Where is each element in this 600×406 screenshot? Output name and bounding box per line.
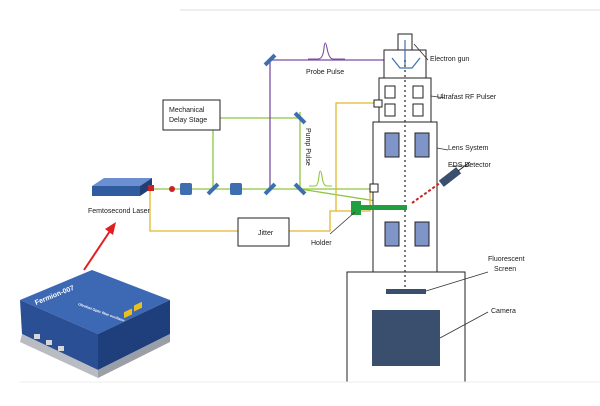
label-camera: Camera	[491, 308, 516, 315]
fluorescent-screen	[386, 289, 426, 294]
mirror-splitter-2	[263, 182, 277, 196]
pointer-arrow	[83, 222, 116, 271]
mirrors	[206, 53, 307, 196]
jitter-label: Jitter	[258, 230, 274, 237]
label-fluorescent-1: Fluorescent	[488, 256, 525, 263]
femtosecond-laser-box	[92, 178, 154, 196]
rf-internals	[384, 85, 424, 117]
camera-block	[372, 310, 440, 366]
label-femtosecond-laser: Femtosecond Laser	[88, 208, 151, 215]
beam-lens-2	[230, 183, 242, 195]
mirror-probe-top	[263, 53, 277, 67]
purple-probe-beam	[269, 59, 385, 189]
eds-detector	[411, 161, 471, 204]
mirror-splitter-1	[206, 182, 220, 196]
pointer-lines	[329, 43, 489, 339]
pump-pulse-waveform	[309, 170, 332, 187]
probe-pulse-waveform	[308, 42, 345, 60]
beam-lens-1	[180, 183, 192, 195]
mirror-pump-top	[293, 111, 307, 125]
yellow-rf-feed	[335, 102, 387, 211]
rf-port	[373, 99, 383, 108]
jitter-box	[237, 217, 290, 247]
label-probe-pulse: Probe Pulse	[306, 69, 344, 76]
label-eds-detector: EDS Detector	[448, 162, 491, 169]
beam-lenses	[169, 183, 242, 195]
sample-holder	[351, 201, 407, 215]
yellow-jitter-right	[289, 188, 371, 232]
pump-entry-port	[369, 183, 379, 193]
label-fluorescent-2: Screen	[494, 266, 516, 273]
mechanical-label-line1: Mechanical	[169, 107, 205, 114]
label-lens-system: Lens System	[448, 145, 489, 152]
column-lenses	[384, 132, 430, 247]
mechanical-label-line2: Delay Stage	[169, 117, 207, 124]
mechanical-delay-stage-box	[162, 99, 221, 131]
yellow-jitter-left	[149, 189, 238, 232]
label-pump-pulse: Pump Pulse	[304, 128, 311, 166]
label-electron-gun: Electron gun	[430, 56, 469, 63]
laser-product-photo: Fermion-007 Ultrafast Optic fiber oscill…	[20, 270, 170, 378]
label-holder: Holder	[311, 240, 332, 247]
beam-red-marker	[169, 186, 175, 192]
mirror-pump-bottom	[293, 182, 307, 196]
label-rf-pulser: Ultrafast RF Pulser	[437, 94, 497, 101]
